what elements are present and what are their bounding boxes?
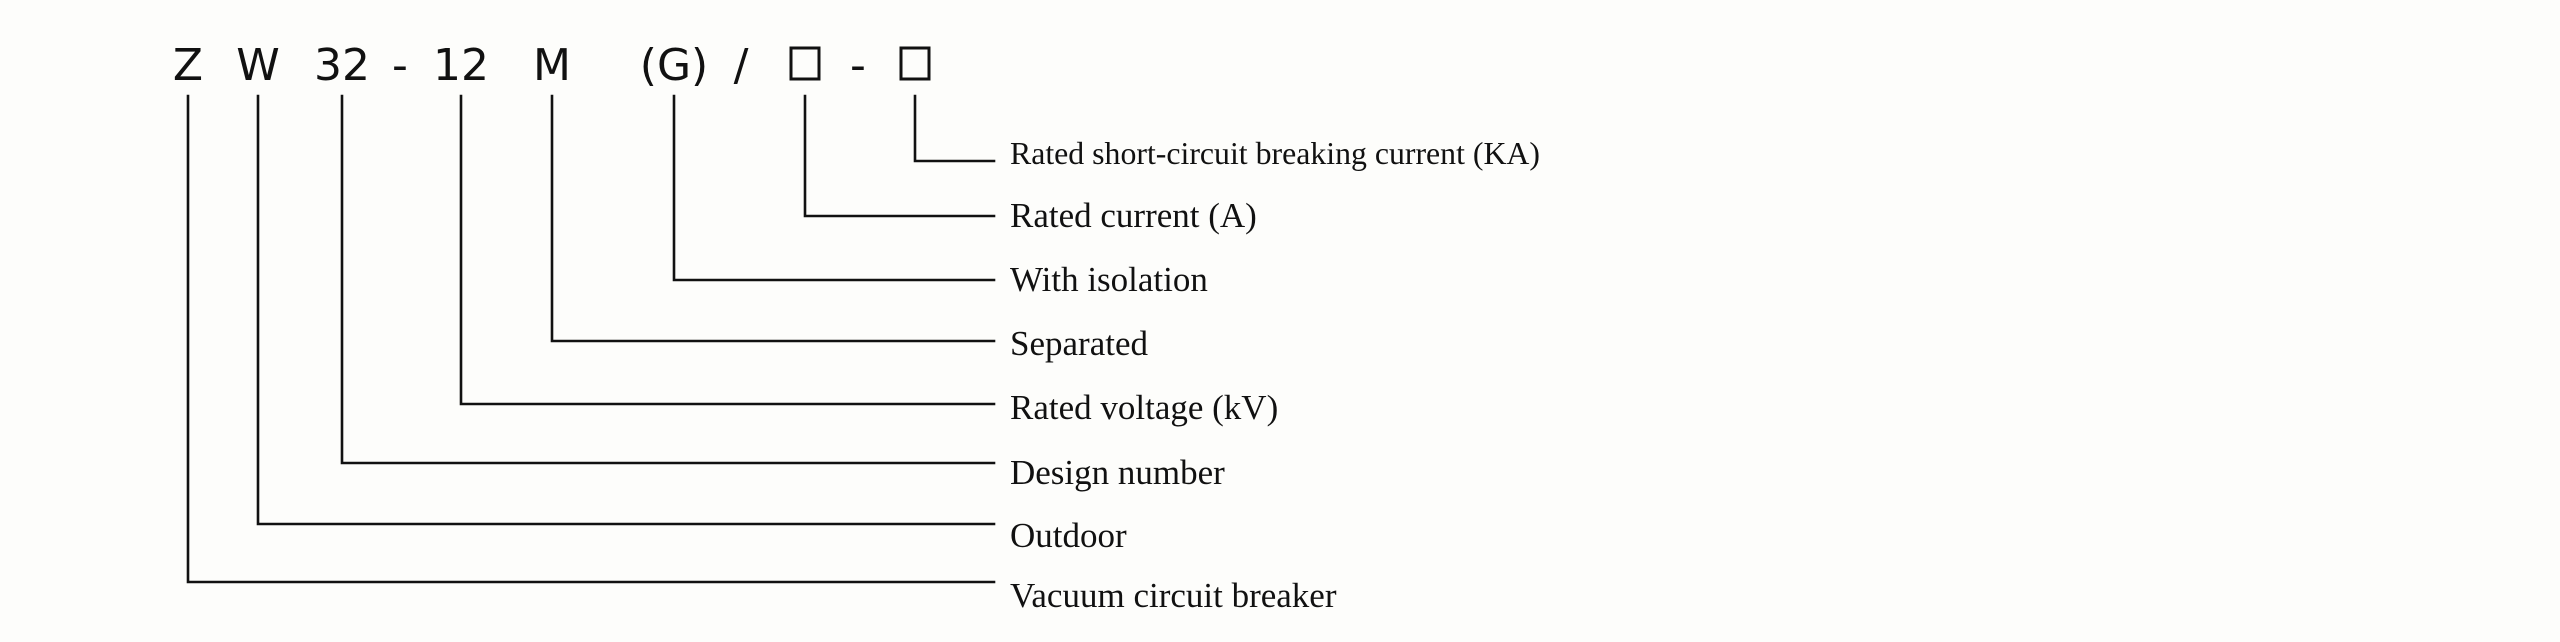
label-with-isolation: With isolation — [1010, 260, 1208, 299]
leader-separated — [550, 94, 996, 343]
label-outdoor: Outdoor — [1010, 516, 1127, 555]
label-design-number: Design number — [1010, 453, 1225, 492]
code-placeholder-current — [789, 46, 821, 81]
leader-rated-current — [803, 94, 996, 218]
code-z: Z — [173, 40, 203, 91]
code-12: 12 — [433, 40, 489, 91]
leader-isolation — [672, 94, 996, 282]
code-dash-1: - — [392, 40, 408, 91]
leader-rated-voltage — [459, 94, 996, 406]
label-rated-current: Rated current (A) — [1010, 196, 1257, 235]
label-breaking-current: Rated short-circuit breaking current (KA… — [1010, 135, 1540, 171]
label-separated: Separated — [1010, 324, 1148, 363]
leader-lines — [186, 94, 996, 584]
leader-breaking-current — [913, 94, 996, 163]
leader-vacuum-breaker — [186, 94, 996, 584]
model-code-row: Z W 32 - 12 M (G) / - — [173, 40, 931, 91]
code-g-isolation: (G) — [640, 40, 708, 91]
code-m: M — [533, 40, 571, 91]
code-w: W — [236, 40, 280, 91]
code-slash: / — [734, 40, 749, 91]
code-placeholder-breaking — [899, 46, 931, 81]
code-32: 32 — [314, 40, 370, 91]
leader-outdoor — [256, 94, 996, 526]
label-rated-voltage: Rated voltage (kV) — [1010, 388, 1278, 427]
leader-design-number — [340, 94, 996, 465]
label-vacuum-breaker: Vacuum circuit breaker — [1010, 576, 1337, 615]
labels: Rated short-circuit breaking current (KA… — [1010, 135, 1540, 615]
code-dash-2: - — [850, 40, 866, 91]
